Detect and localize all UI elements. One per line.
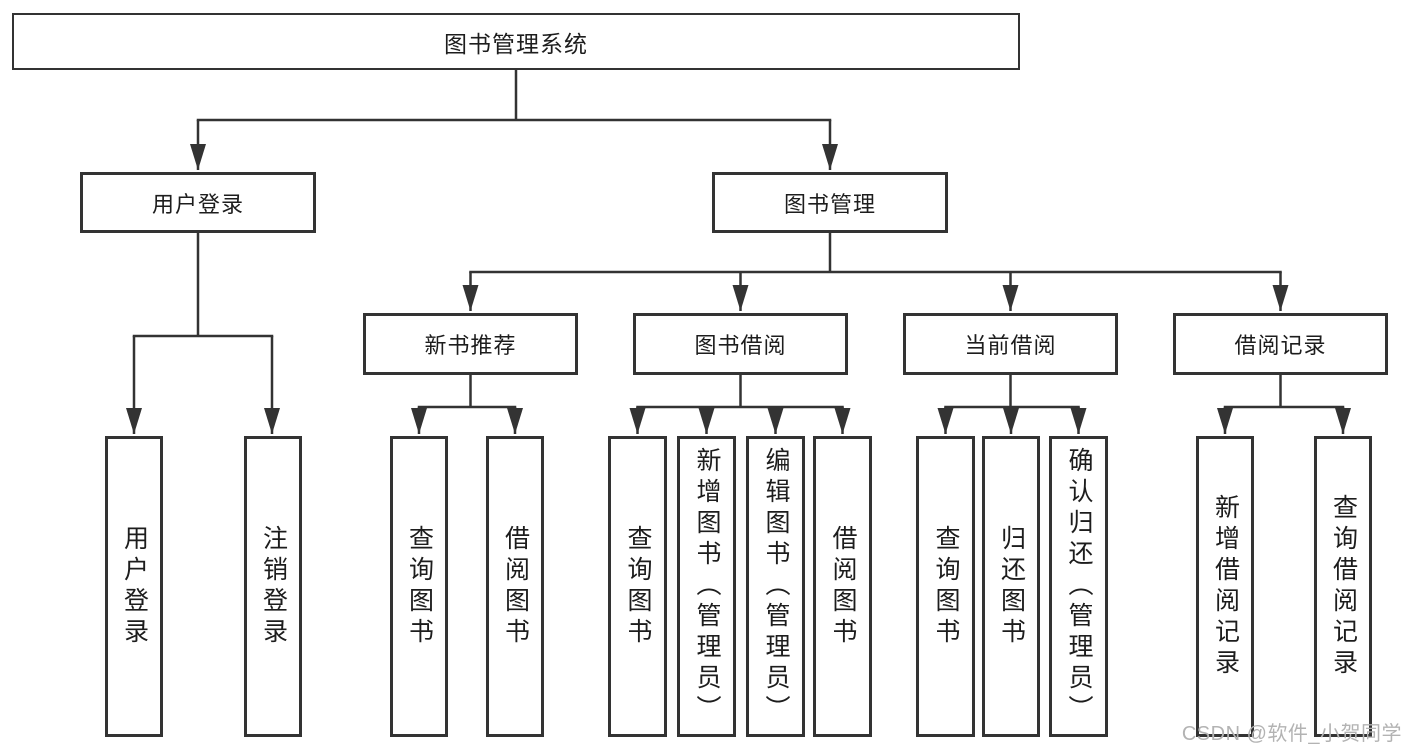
node-borrow-records: 借阅记录 (1173, 313, 1388, 375)
leaf-logout-login: 注销登录 (244, 436, 302, 737)
leaf-user-login: 用户登录 (105, 436, 163, 737)
leaf-records-add-record: 新增借阅记录 (1196, 436, 1254, 737)
node-book-borrow: 图书借阅 (633, 313, 848, 375)
leaf-borrow-edit-books-admin: 编辑图书（管理员） (746, 436, 805, 737)
node-user-login: 用户登录 (80, 172, 316, 233)
leaf-recommend-query-books: 查询图书 (390, 436, 448, 737)
leaf-current-confirm-return-admin: 确认归还（管理员） (1049, 436, 1108, 737)
node-book-management: 图书管理 (712, 172, 948, 233)
node-current-borrow: 当前借阅 (903, 313, 1118, 375)
leaf-recommend-borrow-books: 借阅图书 (486, 436, 544, 737)
leaf-borrow-add-books-admin: 新增图书（管理员） (677, 436, 736, 737)
leaf-current-query-books: 查询图书 (916, 436, 975, 737)
leaf-current-return-books: 归还图书 (982, 436, 1040, 737)
leaf-records-query-record: 查询借阅记录 (1314, 436, 1372, 737)
node-root: 图书管理系统 (12, 13, 1020, 70)
leaf-borrow-query-books: 查询图书 (608, 436, 667, 737)
leaf-borrow-borrow-books: 借阅图书 (813, 436, 872, 737)
node-new-book-recommend: 新书推荐 (363, 313, 578, 375)
watermark: CSDN @软件_小贺同学 (1181, 723, 1402, 745)
